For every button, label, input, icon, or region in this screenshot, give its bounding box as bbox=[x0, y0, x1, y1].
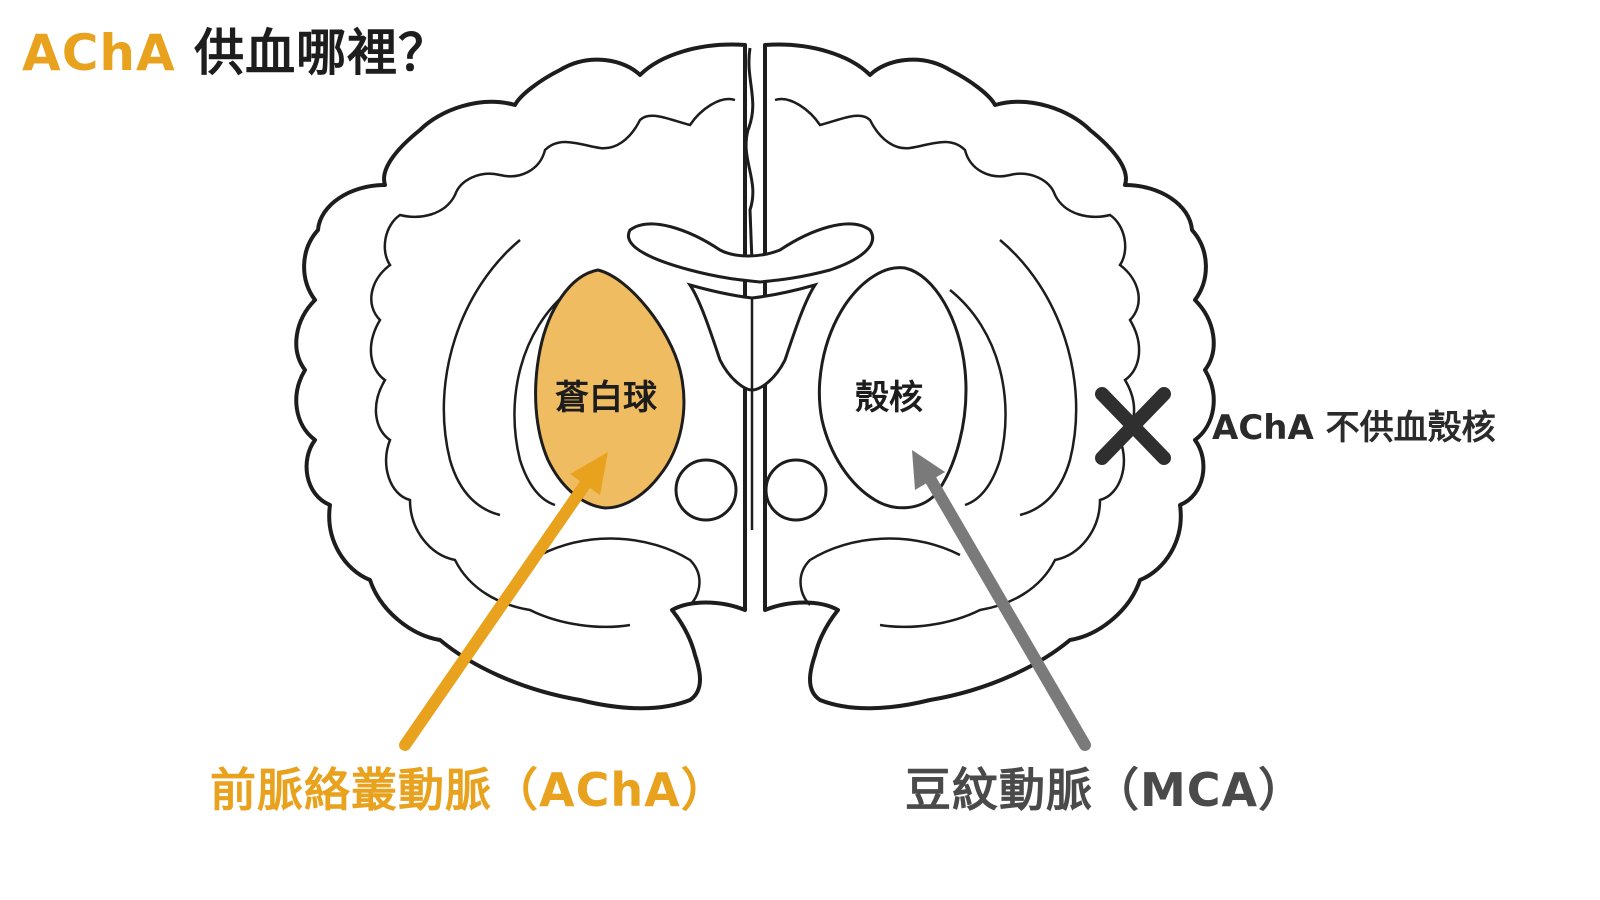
right-hemisphere-outline bbox=[763, 42, 1216, 711]
mca-arrowhead bbox=[912, 450, 945, 490]
right-gyri-contour bbox=[774, 97, 1141, 629]
title-highlight: AChA bbox=[22, 24, 176, 82]
longitudinal-fissure bbox=[744, 47, 755, 263]
left-temporal-contour bbox=[539, 537, 701, 606]
left-hemisphere-outline bbox=[294, 42, 747, 711]
acha-note: AChA 不供血殼核 bbox=[1212, 408, 1496, 448]
x-mark-icon bbox=[1095, 387, 1171, 465]
left-thalamus-circle bbox=[674, 458, 738, 522]
right-thalamus-circle bbox=[764, 458, 828, 522]
acha-arrow bbox=[399, 464, 601, 751]
left-external-capsule bbox=[513, 289, 571, 507]
title-text: 供血哪裡？ bbox=[175, 24, 450, 82]
right-internal-capsule bbox=[999, 239, 1078, 517]
acha-arrowhead bbox=[570, 452, 608, 495]
mca-artery-label: 豆紋動脈（MCA） bbox=[905, 763, 1306, 817]
acha-artery-label: 前脈絡叢動脈（AChA） bbox=[210, 763, 728, 817]
left-gyri-contour bbox=[369, 97, 736, 629]
page-title: AChA 供血哪裡？ bbox=[22, 18, 449, 88]
corpus-callosum bbox=[626, 222, 874, 284]
left-internal-capsule bbox=[442, 239, 521, 517]
globus-pallidus-label: 蒼白球 bbox=[555, 378, 657, 418]
right-temporal-contour bbox=[799, 537, 961, 606]
mca-arrow bbox=[919, 464, 1091, 751]
globus-pallidus-region bbox=[534, 268, 686, 510]
putamen-label: 殼核 bbox=[855, 378, 923, 418]
putamen-region bbox=[817, 266, 968, 510]
right-external-capsule bbox=[949, 289, 1007, 507]
